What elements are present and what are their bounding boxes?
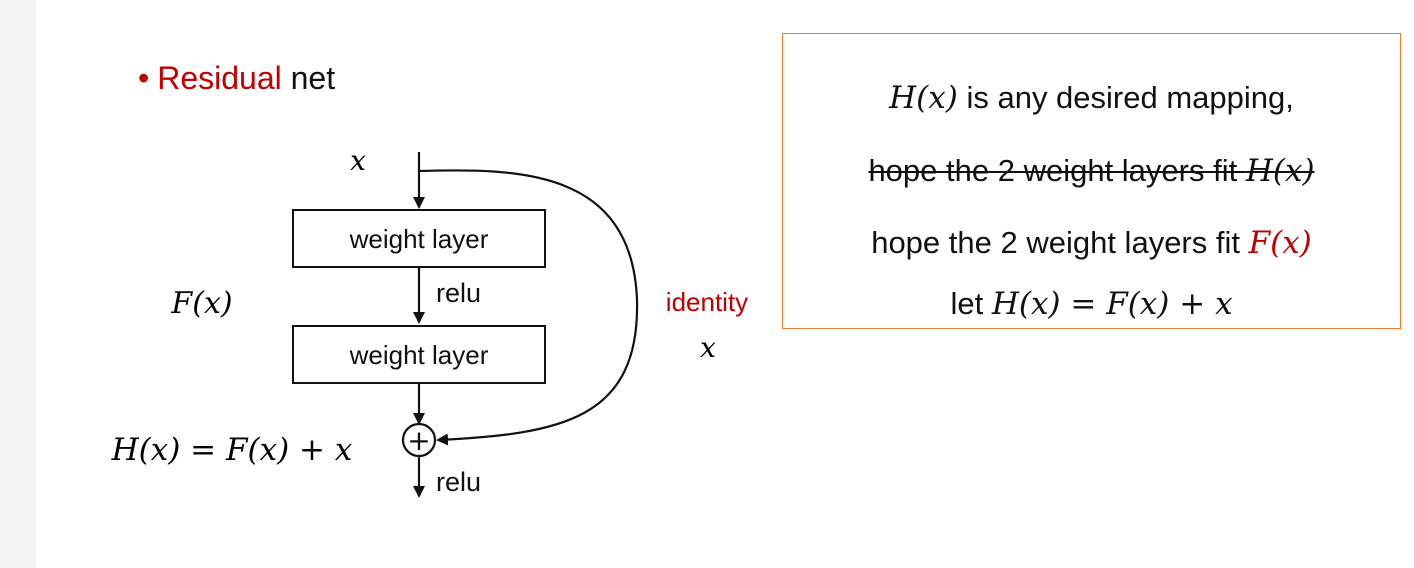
bullet-rest: net (290, 60, 336, 96)
identity-x-label: x (700, 331, 716, 364)
note-line-4: let H(x) = F(x) + x (783, 286, 1400, 322)
output-equation: H(x) = F(x) + x (111, 432, 353, 468)
note-line-1-text: is any desired mapping, (957, 80, 1294, 115)
relu-mid-label: relu (436, 278, 481, 308)
bullet-heading: •Residual net (138, 60, 335, 97)
note-line-3: hope the 2 weight layers fit F(x) (783, 225, 1400, 261)
relu-out-label: relu (436, 467, 481, 497)
note-line-3-text: hope the 2 weight layers fit (871, 225, 1249, 260)
note-line-4-text: let (950, 286, 992, 321)
note-line-2-math: H(x) (1245, 153, 1315, 189)
weight-layer-2-label: weight layer (349, 340, 489, 370)
weight-layer-1-label: weight layer (349, 224, 489, 254)
fx-label: F(x) (170, 286, 232, 321)
plus-symbol: + (407, 424, 430, 457)
input-x-label: x (350, 144, 366, 177)
note-line-3-math: F(x) (1248, 225, 1312, 261)
note-line-1: H(x) is any desired mapping, (783, 80, 1400, 116)
note-line-2-text: hope the 2 weight layers fit (868, 153, 1246, 188)
identity-skip-arrow (418, 169, 639, 446)
bullet-highlight: Residual (157, 60, 282, 96)
note-line-4-math: H(x) = F(x) + x (991, 286, 1233, 322)
identity-label: identity (666, 287, 748, 317)
left-margin-bar (0, 0, 36, 568)
residual-block-diagram: x weight layer relu F(x) weight layer + … (111, 144, 748, 498)
explanation-box: H(x) is any desired mapping, hope the 2 … (782, 33, 1401, 329)
bullet-dot: • (138, 60, 150, 96)
note-line-2-struck: hope the 2 weight layers fit H(x) (783, 153, 1400, 189)
note-line-1-math: H(x) (889, 80, 958, 116)
